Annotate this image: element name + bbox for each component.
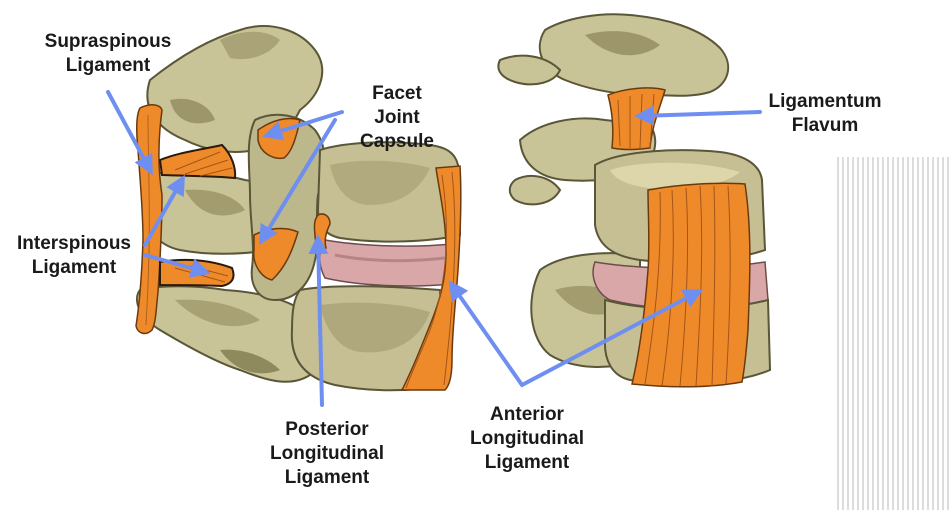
label-anterior-longitudinal: Anterior Longitudinal Ligament — [462, 403, 592, 475]
left-spine-segment — [136, 26, 461, 390]
intervertebral-disc-left — [320, 240, 452, 286]
striped-edge-panel — [834, 157, 951, 510]
label-supraspinous: Supraspinous Ligament — [38, 30, 178, 78]
ligamentum-flavum — [608, 88, 665, 150]
label-posterior-longitudinal: Posterior Longitudinal Ligament — [262, 418, 392, 490]
label-interspinous: Interspinous Ligament — [10, 232, 138, 280]
label-ligamentum-flavum: Ligamentum Flavum — [760, 90, 890, 138]
arrow-anterior-side — [452, 285, 522, 385]
label-facet-joint-capsule: Facet Joint Capsule — [352, 82, 442, 154]
anterior-longitudinal-ligament-front — [632, 183, 750, 387]
right-spine-segment — [498, 14, 770, 387]
